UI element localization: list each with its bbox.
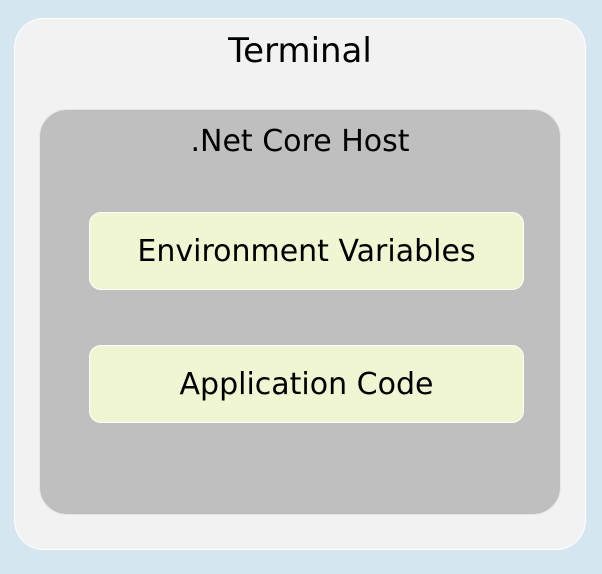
terminal-title: Terminal xyxy=(228,31,372,71)
net-core-host-container: .Net Core Host Environment Variables App… xyxy=(39,109,561,515)
environment-variables-box: Environment Variables xyxy=(89,212,524,290)
terminal-container: Terminal .Net Core Host Environment Vari… xyxy=(14,18,586,550)
application-code-label: Application Code xyxy=(179,366,434,402)
application-code-box: Application Code xyxy=(89,345,524,423)
net-core-host-title: .Net Core Host xyxy=(190,124,410,159)
environment-variables-label: Environment Variables xyxy=(137,233,476,269)
